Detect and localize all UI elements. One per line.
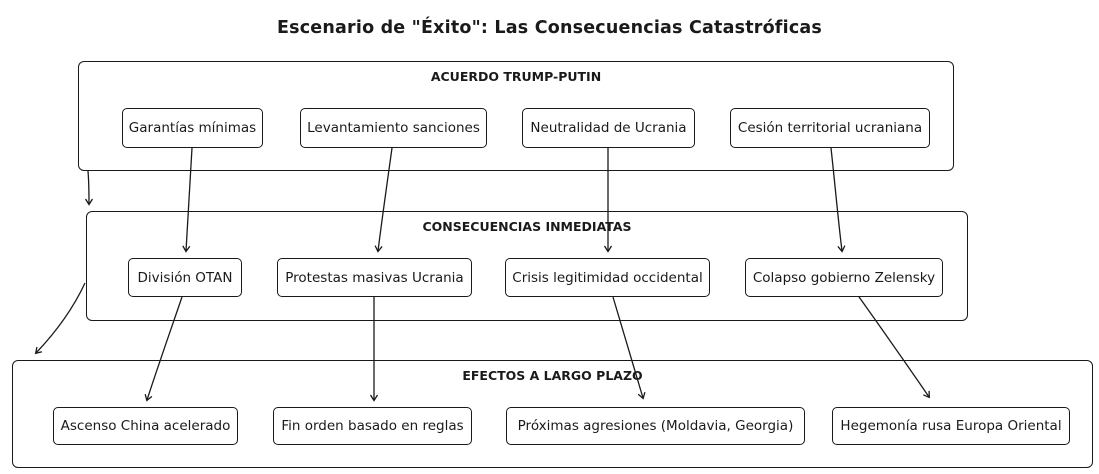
node-hegemonia-rusa: Hegemonía rusa Europa Oriental: [832, 407, 1070, 445]
node-proximas-agresiones: Próximas agresiones (Moldavia, Georgia): [506, 407, 805, 445]
edge-acuerdo-to-consecuencias: [84, 170, 94, 206]
node-crisis-legitimidad: Crisis legitimidad occidental: [505, 258, 710, 297]
node-neutralidad-de-ucrania: Neutralidad de Ucrania: [522, 108, 695, 148]
node-ascenso-china: Ascenso China acelerado: [53, 407, 238, 445]
node-levantamiento-sanciones: Levantamiento sanciones: [300, 108, 487, 148]
group-title: ACUERDO TRUMP-PUTIN: [430, 69, 602, 84]
edge-consecuencias-to-efectos: [34, 282, 86, 355]
node-cesion-territorial: Cesión territorial ucraniana: [730, 108, 930, 148]
node-colapso-gobierno-zelensky: Colapso gobierno Zelensky: [745, 258, 943, 297]
group-consecuencias-inmediatas: CONSECUENCIAS INMEDIATAS: [86, 211, 968, 321]
group-efectos-largo-plazo: EFECTOS A LARGO PLAZO: [12, 360, 1093, 468]
group-title: EFECTOS A LARGO PLAZO: [462, 368, 643, 383]
node-garantias-minimas: Garantías mínimas: [122, 108, 263, 148]
group-title: CONSECUENCIAS INMEDIATAS: [422, 219, 632, 234]
diagram-title: Escenario de "Éxito": Las Consecuencias …: [276, 18, 823, 38]
node-division-otan: División OTAN: [128, 258, 242, 297]
group-acuerdo-trump-putin: ACUERDO TRUMP-PUTIN: [78, 61, 954, 171]
node-fin-orden-reglas: Fin orden basado en reglas: [273, 407, 472, 445]
node-protestas-masivas-ucrania: Protestas masivas Ucrania: [277, 258, 472, 297]
